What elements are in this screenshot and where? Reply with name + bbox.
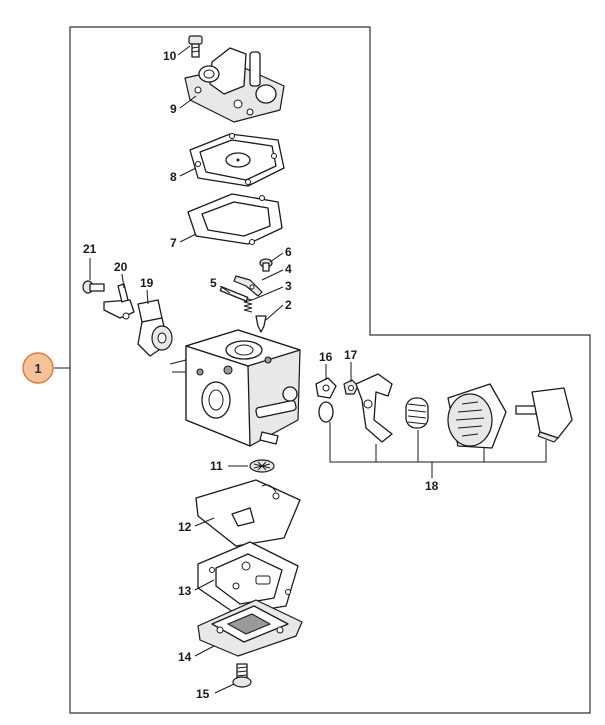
label-part-21[interactable]: 21 (83, 242, 97, 256)
label-part-5[interactable]: 5 (210, 276, 217, 290)
callout-number[interactable]: 1 (34, 361, 41, 376)
spring-large-18-icon (405, 397, 429, 429)
label-part-16[interactable]: 16 (319, 350, 333, 364)
label-part-11[interactable]: 11 (210, 459, 223, 473)
label-part-18[interactable]: 18 (425, 479, 439, 493)
screw-6-icon (259, 258, 273, 272)
assembly-frame (69, 26, 591, 714)
metering-diaphragm-12-icon (195, 479, 301, 547)
pump-cover-9-icon (184, 47, 285, 123)
carburetor-body-icon (169, 329, 301, 447)
label-part-13[interactable]: 13 (178, 584, 192, 598)
label-part-17[interactable]: 17 (344, 348, 358, 362)
throttle-lever-19-icon (137, 299, 173, 357)
label-part-6[interactable]: 6 (285, 245, 292, 259)
label-part-4[interactable]: 4 (285, 262, 292, 276)
metering-cover-14-icon (197, 599, 303, 657)
part-labels: 10 9 8 7 6 4 3 5 2 21 20 19 16 17 18 11 … (83, 49, 439, 701)
label-part-15[interactable]: 15 (196, 687, 210, 701)
spring-3-icon (243, 297, 253, 313)
filter-cap-18-icon (447, 383, 507, 449)
metering-gasket-13-icon (197, 541, 299, 615)
label-part-2[interactable]: 2 (285, 298, 292, 312)
label-part-8[interactable]: 8 (170, 170, 177, 184)
group-18-bracket (329, 422, 547, 478)
label-part-19[interactable]: 19 (140, 276, 154, 290)
leader-lines (89, 45, 352, 694)
label-part-20[interactable]: 20 (114, 260, 128, 274)
gasket-7-icon (187, 193, 283, 245)
nut-17-icon (343, 379, 359, 395)
label-part-9[interactable]: 9 (170, 102, 177, 116)
choke-lever-18-icon (355, 373, 393, 443)
diaphragm-8-icon (189, 133, 285, 187)
assembly-callout[interactable]: 1 (22, 352, 54, 384)
label-part-12[interactable]: 12 (178, 520, 192, 534)
lever-16-icon (315, 377, 337, 399)
label-part-10[interactable]: 10 (163, 49, 177, 63)
needle-valve-2-icon (255, 315, 267, 333)
spring-small-18-icon (318, 401, 334, 423)
bracket-20-icon (103, 283, 135, 320)
lever-4-icon (233, 275, 263, 297)
label-part-7[interactable]: 7 (170, 236, 177, 250)
screw-21-icon (82, 280, 105, 294)
strainer-11-icon (249, 459, 275, 473)
screw-15-icon (232, 663, 252, 688)
knob-18-icon (515, 387, 573, 443)
label-part-14[interactable]: 14 (178, 650, 192, 664)
label-part-3[interactable]: 3 (285, 279, 292, 293)
screw-10-icon (188, 35, 203, 58)
callout-bubble[interactable] (22, 352, 54, 384)
